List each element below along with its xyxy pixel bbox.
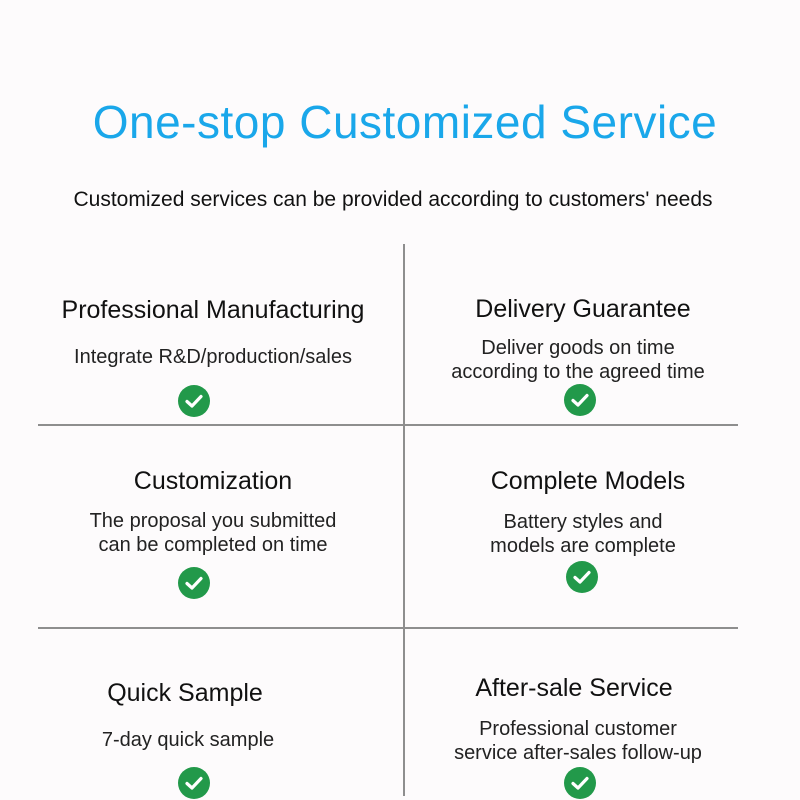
feature-description: Deliver goods on time according to the a… bbox=[451, 337, 705, 383]
feature-title: After-sale Service bbox=[475, 674, 673, 702]
feature-title: Delivery Guarantee bbox=[475, 295, 691, 323]
feature-title: Customization bbox=[133, 467, 293, 495]
feature-description: Professional customer service after-sale… bbox=[454, 718, 702, 764]
page-title: One-stop Customized Service bbox=[92, 96, 718, 148]
checkmark-icon bbox=[563, 383, 597, 417]
checkmark-icon bbox=[177, 384, 211, 418]
feature-title: Complete Models bbox=[490, 467, 686, 495]
vertical-divider bbox=[403, 244, 405, 796]
feature-description: Integrate R&D/production/sales bbox=[74, 346, 352, 368]
feature-title: Quick Sample bbox=[107, 679, 263, 707]
feature-description: Battery styles and models are complete bbox=[490, 511, 676, 557]
horizontal-divider bbox=[38, 424, 738, 426]
checkmark-icon bbox=[177, 766, 211, 800]
checkmark-icon bbox=[565, 560, 599, 594]
feature-description: 7-day quick sample bbox=[101, 729, 275, 751]
page-subtitle: Customized services can be provided acco… bbox=[73, 188, 713, 211]
checkmark-icon bbox=[177, 566, 211, 600]
checkmark-icon bbox=[563, 766, 597, 800]
feature-description: The proposal you submitted can be comple… bbox=[89, 510, 337, 556]
horizontal-divider bbox=[38, 627, 738, 629]
feature-title: Professional Manufacturing bbox=[61, 296, 365, 324]
